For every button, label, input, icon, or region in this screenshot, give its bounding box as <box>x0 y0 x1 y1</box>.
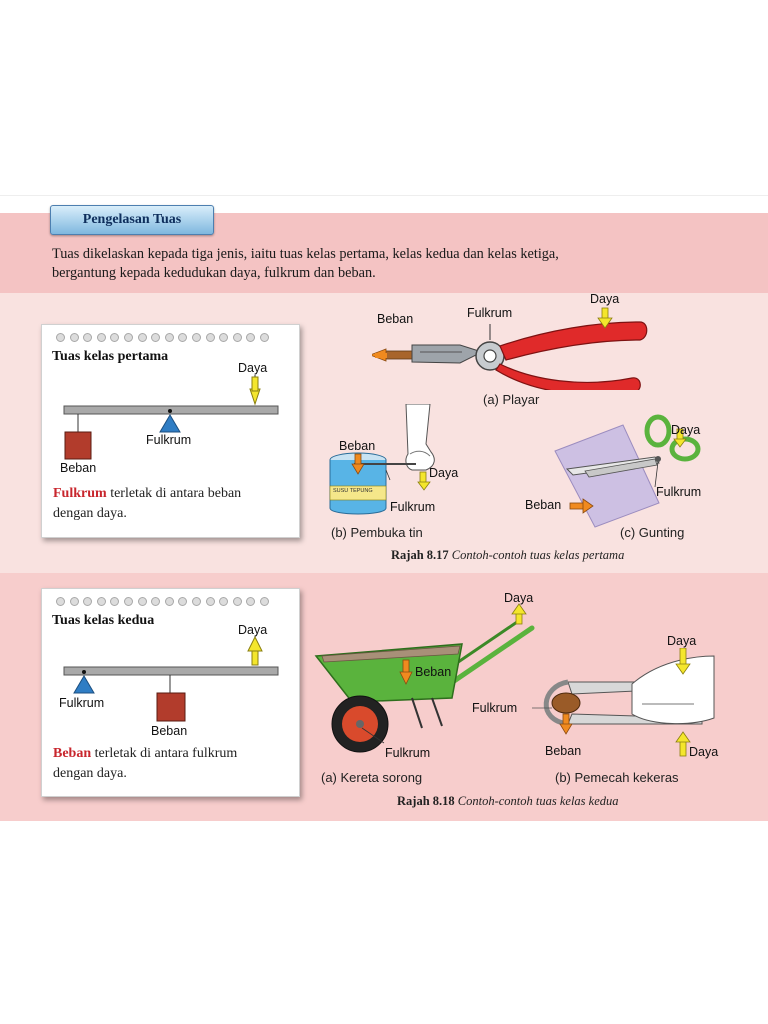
class1-keyword: Fulkrum <box>53 486 107 501</box>
nutcracker-daya-top-label: Daya <box>667 634 697 648</box>
pliers-illustration <box>372 307 648 390</box>
wheelbarrow-daya-label: Daya <box>504 591 534 605</box>
class2-beban-label: Beban <box>151 724 188 738</box>
lever-bar <box>63 666 279 676</box>
spiral-rings <box>56 333 269 342</box>
intro-line-1: Tuas dikelaskan kepada tiga jenis, iaitu… <box>52 246 559 262</box>
class1-title: Tuas kelas pertama <box>52 349 169 364</box>
nutcracker-illustration <box>532 648 715 757</box>
wheelbarrow-beban-label: Beban <box>415 665 452 679</box>
load-block <box>64 431 92 460</box>
tin-daya-label: Daya <box>429 466 459 480</box>
tin-fulkrum-label: Fulkrum <box>390 500 436 514</box>
figure-8-17-caption: Rajah 8.17 Contoh-contoh tuas kelas pert… <box>391 548 625 562</box>
wheelbarrow-fulkrum-label: Fulkrum <box>385 746 431 760</box>
class1-card: Tuas kelas pertama Daya Fulkrum Beban Fu… <box>41 324 300 538</box>
wheelbarrow-illustration <box>314 603 535 753</box>
paper <box>554 424 660 528</box>
pliers-daya-label: Daya <box>590 292 620 306</box>
scissors-beban-label: Beban <box>525 498 562 512</box>
pliers-fulkrum-label: Fulkrum <box>467 306 513 320</box>
class2-description: Beban terletak di antara fulkrum dengan … <box>53 746 238 781</box>
tin-beban-label: Beban <box>339 439 376 453</box>
class2-fulkrum-label: Fulkrum <box>59 696 105 710</box>
daya-arrow <box>247 635 263 652</box>
spiral-rings <box>56 597 269 606</box>
class2-daya-label: Daya <box>238 623 268 637</box>
section-title: Pengelasan Tuas <box>50 205 214 235</box>
pliers-caption: (a) Playar <box>483 392 540 407</box>
load-block <box>156 692 186 722</box>
class2-keyword: Beban <box>53 746 92 761</box>
tin-opener-illustration <box>329 404 435 515</box>
class1-beban-label: Beban <box>60 461 97 475</box>
class1-lever-diagram <box>63 375 279 460</box>
fulcrum-triangle <box>159 414 181 433</box>
intro-text: Tuas dikelaskan kepada tiga jenis, iaitu… <box>52 245 752 283</box>
class2-lever-diagram <box>63 635 279 722</box>
scissors-fulkrum-label: Fulkrum <box>656 485 702 499</box>
class1-fulkrum-label: Fulkrum <box>146 433 192 447</box>
fulcrum-triangle <box>73 675 95 694</box>
pliers-beban-label: Beban <box>377 312 414 326</box>
nutcracker-caption: (b) Pemecah kekeras <box>555 770 679 785</box>
nutcracker-daya-bottom-label: Daya <box>689 745 719 759</box>
header-divider <box>0 195 768 196</box>
scissors-caption: (c) Gunting <box>620 525 685 540</box>
class1-description: Fulkrum terletak di antara beban dengan … <box>53 486 242 521</box>
class1-daya-label: Daya <box>238 361 268 375</box>
class2-card: Tuas kelas kedua Daya Fulkrum Beban Beba… <box>41 588 300 797</box>
scissors-daya-label: Daya <box>671 423 701 437</box>
intro-line-2: bergantung kepada kedudukan daya, fulkru… <box>52 265 376 281</box>
tin-caption: (b) Pembuka tin <box>331 525 423 540</box>
scissors-illustration <box>554 414 701 528</box>
figure-8-18-caption: Rajah 8.18 Contoh-contoh tuas kelas kedu… <box>397 794 619 808</box>
wheelbarrow-caption: (a) Kereta sorong <box>321 770 423 785</box>
nutcracker-fulkrum-label: Fulkrum <box>472 701 518 715</box>
tin-can-label: SUSU TEPUNG <box>333 488 373 494</box>
nutcracker-beban-label: Beban <box>545 744 582 758</box>
class2-title: Tuas kelas kedua <box>52 613 155 628</box>
